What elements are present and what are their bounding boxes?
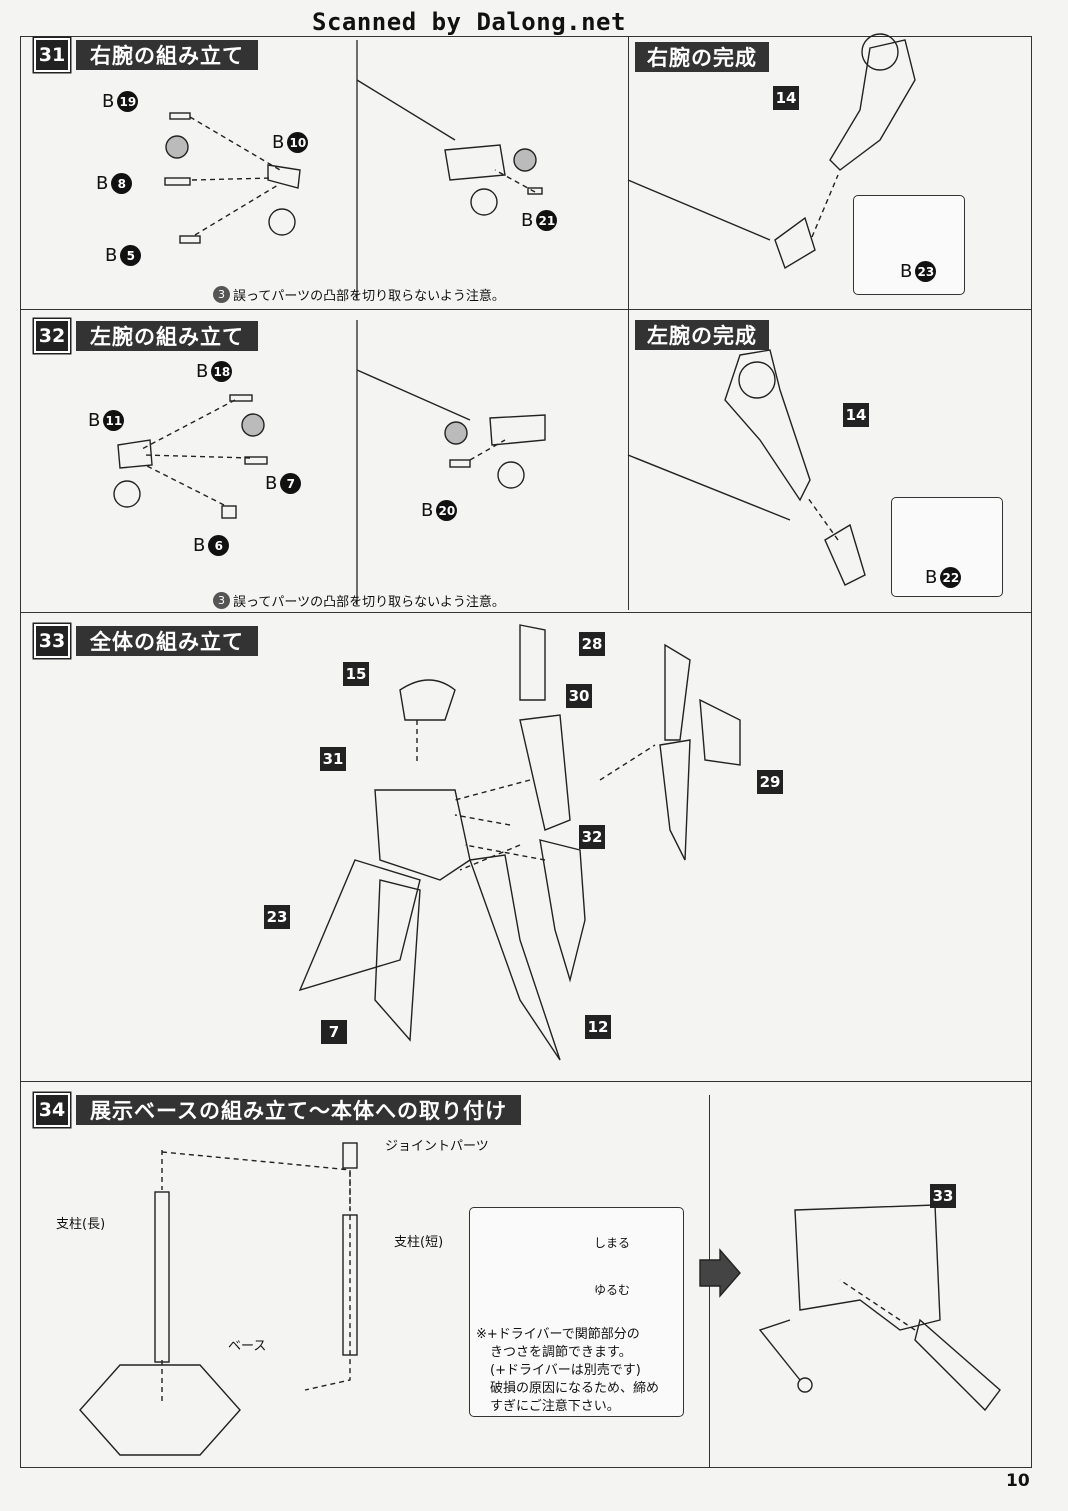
step-33-header: 33 全体の組み立て bbox=[34, 624, 258, 658]
page-number: 10 bbox=[1006, 1471, 1030, 1491]
result-tag: 14 bbox=[843, 403, 869, 427]
step-31-header: 31 右腕の組み立て bbox=[34, 38, 258, 72]
driver-note-line: (+ドライバーは別売です) bbox=[490, 1363, 641, 1378]
part-number-tag: 31 bbox=[320, 747, 346, 771]
step-title: 右腕の組み立て bbox=[76, 40, 258, 70]
caution-icon: 3 bbox=[213, 592, 230, 609]
caution-icon: 3 bbox=[213, 286, 230, 303]
part-number-tag: 23 bbox=[264, 905, 290, 929]
step-title: 展示ベースの組み立て〜本体への取り付け bbox=[76, 1095, 521, 1125]
column-divider bbox=[628, 37, 629, 610]
sub-title: 左腕の完成 bbox=[635, 320, 769, 350]
sub-title: 右腕の完成 bbox=[635, 42, 769, 72]
step-number: 33 bbox=[34, 624, 70, 658]
step-title: 全体の組み立て bbox=[76, 626, 258, 656]
detail-inset bbox=[853, 195, 965, 295]
step-32-header: 32 左腕の組み立て bbox=[34, 319, 258, 353]
tighten-label: しまる bbox=[594, 1236, 631, 1250]
part-number-tag: 29 bbox=[757, 770, 783, 794]
driver-note-line: 破損の原因になるため、締め bbox=[490, 1381, 660, 1396]
page-frame bbox=[20, 36, 1032, 1468]
step-number: 31 bbox=[34, 38, 70, 72]
part-number-tag: 7 bbox=[321, 1020, 347, 1044]
step-number: 34 bbox=[34, 1093, 70, 1127]
driver-note-line: ※+ドライバーで関節部分の bbox=[476, 1327, 640, 1342]
driver-note-line: すぎにご注意下さい。 bbox=[490, 1399, 620, 1414]
driver-note-inset bbox=[469, 1207, 684, 1417]
pillar-short-label: 支柱(短) bbox=[394, 1235, 444, 1250]
driver-note-line: きつさを調節できます。 bbox=[490, 1345, 632, 1360]
step-number: 32 bbox=[34, 319, 70, 353]
step-34-header: 34 展示ベースの組み立て〜本体への取り付け bbox=[34, 1093, 521, 1127]
result-tag: 14 bbox=[773, 86, 799, 110]
loosen-label: ゆるむ bbox=[594, 1283, 631, 1297]
section-divider bbox=[20, 1081, 1032, 1082]
part-number-tag: 30 bbox=[566, 684, 592, 708]
result-tag: 33 bbox=[930, 1184, 956, 1208]
section-divider bbox=[20, 612, 1032, 613]
section-divider bbox=[20, 309, 1032, 310]
part-number-tag: 15 bbox=[343, 662, 369, 686]
step-title: 左腕の組み立て bbox=[76, 321, 258, 351]
base-label: ベース bbox=[228, 1339, 267, 1354]
part-number-tag: 12 bbox=[585, 1015, 611, 1039]
joint-parts-label: ジョイントパーツ bbox=[385, 1139, 489, 1154]
scan-credit: Scanned by Dalong.net bbox=[312, 8, 626, 36]
part-number-tag: 28 bbox=[579, 632, 605, 656]
pillar-long-label: 支柱(長) bbox=[56, 1217, 106, 1232]
part-number-tag: 32 bbox=[579, 825, 605, 849]
